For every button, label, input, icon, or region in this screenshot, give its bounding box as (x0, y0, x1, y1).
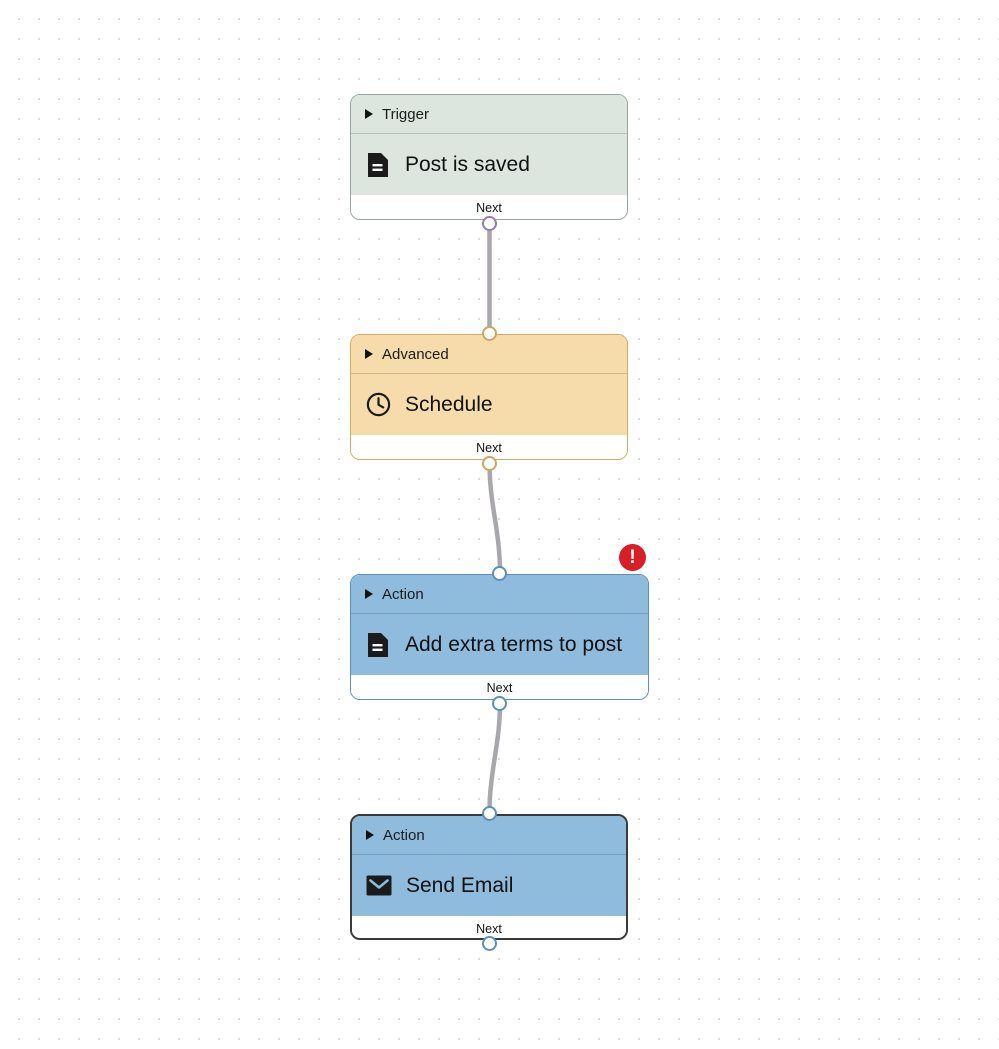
port-out-action-add-extra-terms[interactable] (492, 696, 507, 711)
node-footer-next[interactable]: Next (351, 435, 627, 459)
port-in-action-add-extra-terms[interactable] (492, 566, 507, 581)
chevron-right-icon[interactable] (365, 589, 373, 599)
node-body-trigger[interactable]: Post is saved (351, 133, 627, 195)
node-title: Send Email (406, 873, 514, 897)
exclamation-icon: ! (629, 547, 636, 568)
node-body-action[interactable]: Send Email (352, 854, 626, 916)
node-body-action[interactable]: Add extra terms to post (351, 613, 648, 675)
next-label: Next (476, 922, 502, 936)
envelope-icon (366, 873, 392, 899)
node-header-trigger[interactable]: Trigger (351, 95, 627, 133)
document-icon (365, 152, 391, 178)
error-badge[interactable]: ! (619, 544, 646, 571)
port-out-action-send-email[interactable] (482, 936, 497, 951)
port-in-action-send-email[interactable] (482, 806, 497, 821)
node-title: Post is saved (405, 152, 530, 176)
node-body-advanced[interactable]: Schedule (351, 373, 627, 435)
chevron-right-icon[interactable] (366, 830, 374, 840)
edge-action-to-send-email (487, 700, 503, 816)
node-header-action[interactable]: Action (351, 575, 648, 613)
node-footer-next[interactable]: Next (351, 675, 648, 699)
node-category-label: Advanced (382, 345, 449, 363)
node-action-send-email[interactable]: Action Send Email Next (350, 814, 628, 940)
node-category-label: Action (382, 585, 424, 603)
clock-icon (365, 392, 391, 418)
node-trigger-post-is-saved[interactable]: Trigger Post is saved Next (350, 94, 628, 220)
node-category-label: Action (383, 826, 425, 844)
next-label: Next (486, 681, 513, 695)
node-footer-next[interactable]: Next (352, 916, 626, 938)
port-out-trigger[interactable] (482, 216, 497, 231)
node-title: Add extra terms to post (405, 632, 623, 656)
document-icon (365, 632, 391, 658)
node-header-action[interactable]: Action (352, 816, 626, 854)
chevron-right-icon[interactable] (365, 109, 373, 119)
chevron-right-icon[interactable] (365, 349, 373, 359)
next-label: Next (476, 441, 502, 455)
port-in-advanced[interactable] (482, 326, 497, 341)
node-footer-next[interactable]: Next (351, 195, 627, 219)
node-title: Schedule (405, 392, 493, 416)
node-advanced-schedule[interactable]: Advanced Schedule Next (350, 334, 628, 460)
edge-advanced-to-action (487, 460, 503, 576)
next-label: Next (476, 201, 502, 215)
node-header-advanced[interactable]: Advanced (351, 335, 627, 373)
node-category-label: Trigger (382, 105, 429, 123)
port-out-advanced[interactable] (482, 456, 497, 471)
node-action-add-extra-terms[interactable]: Action Add extra terms to post Next (350, 574, 649, 700)
